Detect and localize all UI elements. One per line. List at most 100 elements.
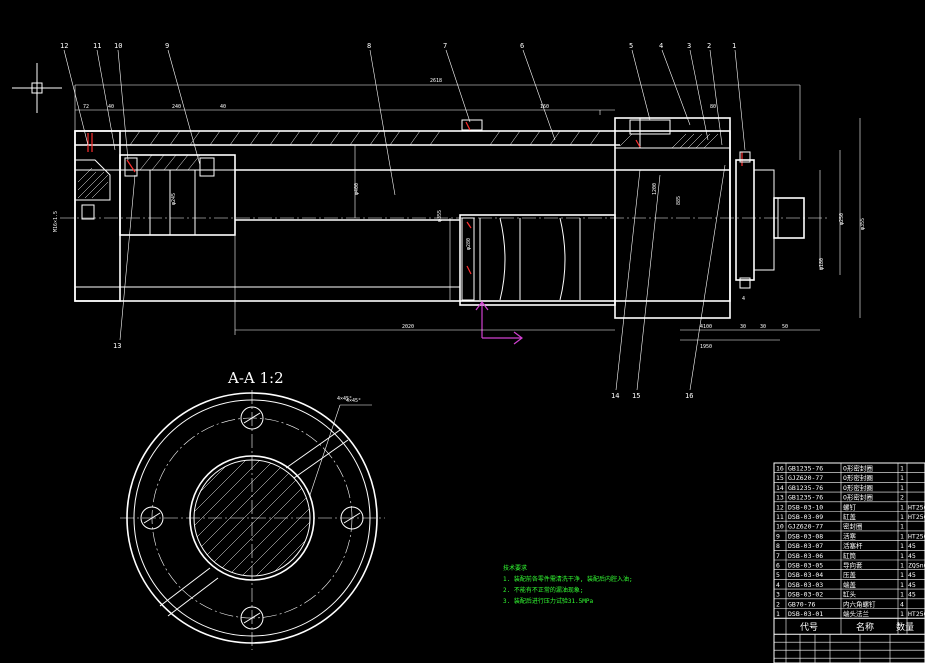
bom-row-code: GB70-76 bbox=[788, 600, 815, 608]
bom-row-no: 12 bbox=[776, 503, 784, 511]
bom-header-name: 名称 bbox=[856, 621, 874, 633]
balloon-6: 6 bbox=[520, 42, 524, 50]
bom-row-name: 缸盖 bbox=[843, 512, 857, 521]
bom-row-code: GB1235-76 bbox=[788, 484, 823, 492]
balloon-7: 7 bbox=[443, 42, 447, 50]
bom-row-no: 4 bbox=[776, 581, 780, 589]
balloon-9: 9 bbox=[165, 42, 169, 50]
note-line-2: 2. 不能有不正常的漏油现象; bbox=[503, 586, 583, 594]
bom-row-name: 缸头 bbox=[843, 590, 857, 599]
crosshair-cursor bbox=[12, 63, 62, 113]
bom-row-no: 11 bbox=[776, 513, 784, 521]
piston-hatch bbox=[139, 154, 201, 171]
balloon-15: 15 bbox=[632, 392, 640, 400]
notes-title: 技术要求 bbox=[503, 564, 527, 572]
dim-thread: M16×1.5 bbox=[53, 211, 59, 232]
bom-row-code: DSB-03-04 bbox=[788, 571, 823, 579]
bom-row-no: 3 bbox=[776, 591, 780, 599]
dim-angle: 4×45° bbox=[337, 396, 352, 402]
dim-b: 40 bbox=[108, 104, 114, 110]
bom-row-no: 7 bbox=[776, 552, 780, 560]
bom-row-material: 45 bbox=[908, 552, 916, 560]
bom-row-qty: 1 bbox=[900, 542, 904, 550]
bom-row-qty: 1 bbox=[900, 503, 904, 511]
balloon-1: 1 bbox=[732, 42, 736, 50]
bom-row-code: GJZ620-77 bbox=[788, 523, 823, 531]
bom-row-code: GB1235-76 bbox=[788, 494, 823, 502]
bom-row-no: 5 bbox=[776, 571, 780, 579]
balloon-3: 3 bbox=[687, 42, 691, 50]
bom-row-code: DSB-03-07 bbox=[788, 542, 823, 550]
balloon-2: 2 bbox=[707, 42, 711, 50]
dim-k: 30 bbox=[760, 324, 766, 330]
bom-row-no: 15 bbox=[776, 474, 784, 482]
section-title: A-A 1:2 bbox=[227, 369, 284, 387]
technical-notes: 技术要求 1. 装配前各零件需清洗干净, 装配后内腔入油; 2. 不能有不正常的… bbox=[503, 564, 633, 605]
dim-g: 2020 bbox=[402, 324, 414, 330]
bom-row-material: ZQSn6 bbox=[908, 562, 925, 570]
dim-h: 885 bbox=[676, 196, 682, 205]
dim-f: 160 bbox=[540, 104, 549, 110]
dim-i: 4100 bbox=[700, 324, 712, 330]
note-line-3: 3. 装配后进行压力试验31.5MPa bbox=[503, 597, 594, 605]
bom-row-qty: 1 bbox=[900, 532, 904, 540]
bom-row-name: 螺钉 bbox=[843, 502, 857, 511]
bom-row-code: GB1235-76 bbox=[788, 465, 823, 473]
bom-row-qty: 1 bbox=[900, 610, 904, 618]
bom-row-material: 45 bbox=[908, 581, 916, 589]
bom-row-qty: 1 bbox=[900, 571, 904, 579]
bom-row-code: DSB-03-08 bbox=[788, 532, 823, 540]
bom-row-code: DSB-03-03 bbox=[788, 581, 823, 589]
bom-row-code: DSB-03-02 bbox=[788, 591, 823, 599]
bom-row-material: HT250 bbox=[908, 610, 925, 618]
balloon-12: 12 bbox=[60, 42, 68, 50]
bom-header-code: 代号 bbox=[800, 622, 818, 633]
bom-row-material: HT250 bbox=[908, 513, 925, 521]
bom-row-material: HT250 bbox=[908, 532, 925, 540]
balloon-4: 4 bbox=[659, 42, 663, 50]
bom-row-material: 45 bbox=[908, 591, 916, 599]
bom-row-no: 13 bbox=[776, 494, 784, 502]
bom-row-qty: 4 bbox=[900, 600, 904, 608]
dim-j: 30 bbox=[740, 324, 746, 330]
bom-row-name: 内六角螺钉 bbox=[843, 599, 876, 608]
dim-tail: φ250 bbox=[839, 213, 845, 225]
bom-row-code: DSB-03-05 bbox=[788, 562, 823, 570]
leader-lines bbox=[63, 49, 746, 391]
bom-row-code: DSB-03-06 bbox=[788, 552, 823, 560]
bom-row-name: O形密封圈 bbox=[843, 493, 873, 502]
bom-row-material: HT250 bbox=[908, 503, 925, 511]
bom-row-name: O形密封圈 bbox=[843, 483, 873, 492]
cylinder-assembly-view: 12 11 10 9 8 7 6 5 4 3 2 1 13 14 15 16 2… bbox=[53, 42, 866, 402]
dimension-lines bbox=[74, 84, 861, 341]
bom-row-no: 16 bbox=[776, 465, 784, 473]
dim-l: 50 bbox=[782, 324, 788, 330]
part-balloons: 12 11 10 9 8 7 6 5 4 3 2 1 13 14 15 16 bbox=[60, 42, 736, 400]
dim-c: 240 bbox=[172, 104, 181, 110]
bom-row-name: O形密封圈 bbox=[843, 464, 873, 473]
bom-row-code: DSB-03-09 bbox=[788, 513, 823, 521]
bom-row-qty: 1 bbox=[900, 581, 904, 589]
bom-row-qty: 1 bbox=[900, 591, 904, 599]
ucs-icon bbox=[475, 301, 523, 345]
balloon-8: 8 bbox=[367, 42, 371, 50]
bom-row-qty: 1 bbox=[900, 513, 904, 521]
dim-p: φ180 bbox=[819, 258, 825, 270]
note-line-1: 1. 装配前各零件需清洗干净, 装配后内腔入油; bbox=[503, 575, 633, 583]
bom-row-name: 密封圈 bbox=[843, 522, 863, 531]
angle-callout: 4×45° bbox=[346, 398, 361, 404]
bom-row-code: DSB-03-01 bbox=[788, 610, 823, 618]
bom-row-no: 6 bbox=[776, 562, 780, 570]
bom-row-name: 缸筒 bbox=[843, 551, 857, 560]
bom-row-code: DSB-03-10 bbox=[788, 503, 823, 511]
bom-row-name: O形密封圈 bbox=[843, 473, 873, 482]
balloon-10: 10 bbox=[114, 42, 122, 50]
bom-row-name: 活塞杆 bbox=[843, 541, 863, 550]
head-hatch bbox=[619, 133, 719, 149]
bom-row-no: 1 bbox=[776, 610, 780, 618]
bom-header-qty: 数量 bbox=[896, 621, 914, 633]
bom-row-no: 14 bbox=[776, 484, 784, 492]
dim-n: 1200 bbox=[652, 183, 658, 195]
